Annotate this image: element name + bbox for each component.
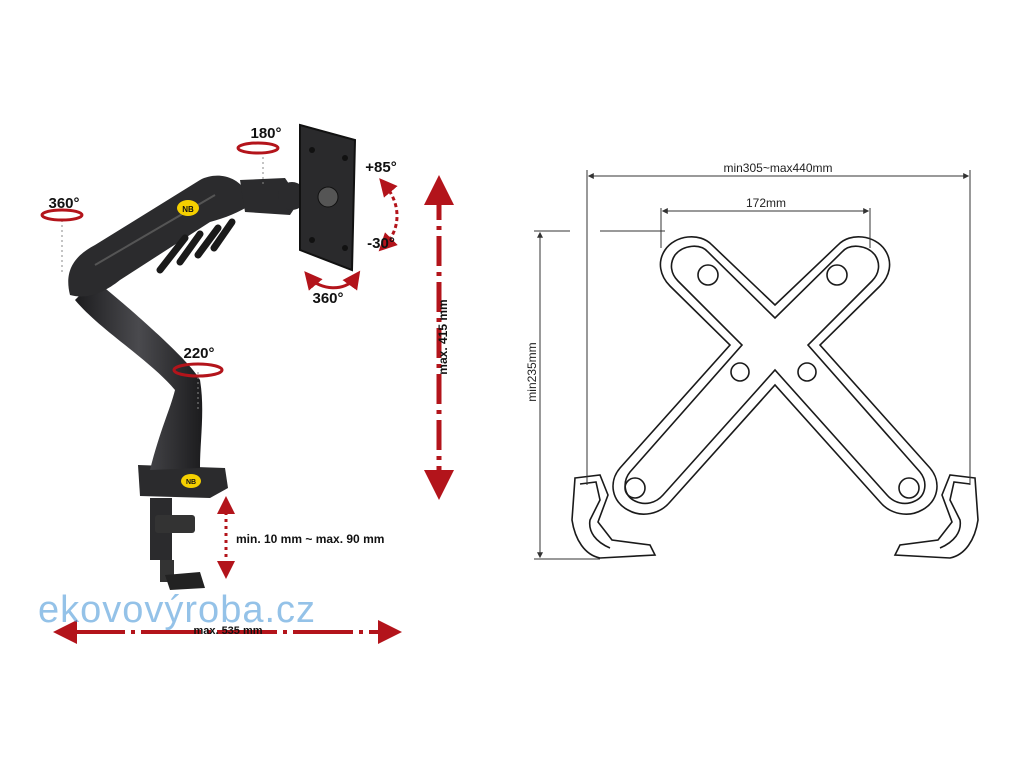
clamp-range-label: min. 10 mm ~ max. 90 mm [236,532,384,546]
rotation-indicators [40,141,399,378]
vesa-bracket-drawing [571,236,979,559]
rotation-icon-top [236,141,280,155]
rotation-icon-elbow [172,362,224,378]
rotation-icon-left [40,208,84,222]
hole-spacing-label: 172mm [746,196,786,210]
rotation-top-label: 180° [250,125,281,142]
tilt-up-label: +85° [365,159,396,176]
rotation-elbow-label: 220° [183,345,214,362]
monitor-arm-illustration: NB NB [61,123,357,590]
overall-width-label: min305~max440mm [723,161,832,175]
bracket-height-label: min235mm [525,342,539,401]
rotation-icon-plate [304,270,361,291]
brand-badge-base: NB [186,479,196,486]
brand-badge-arm: NB [182,205,194,214]
tilt-down-label: -30° [367,235,395,252]
reach-label: max. 535 mm [193,625,262,637]
bracket-dimension-lines [534,170,971,560]
rotation-plate-label: 360° [312,290,343,307]
watermark-logo: ekovovýroba.cz [38,589,316,631]
rotation-left-label: 360° [48,195,79,212]
height-label: max. 415 mm [436,299,450,374]
